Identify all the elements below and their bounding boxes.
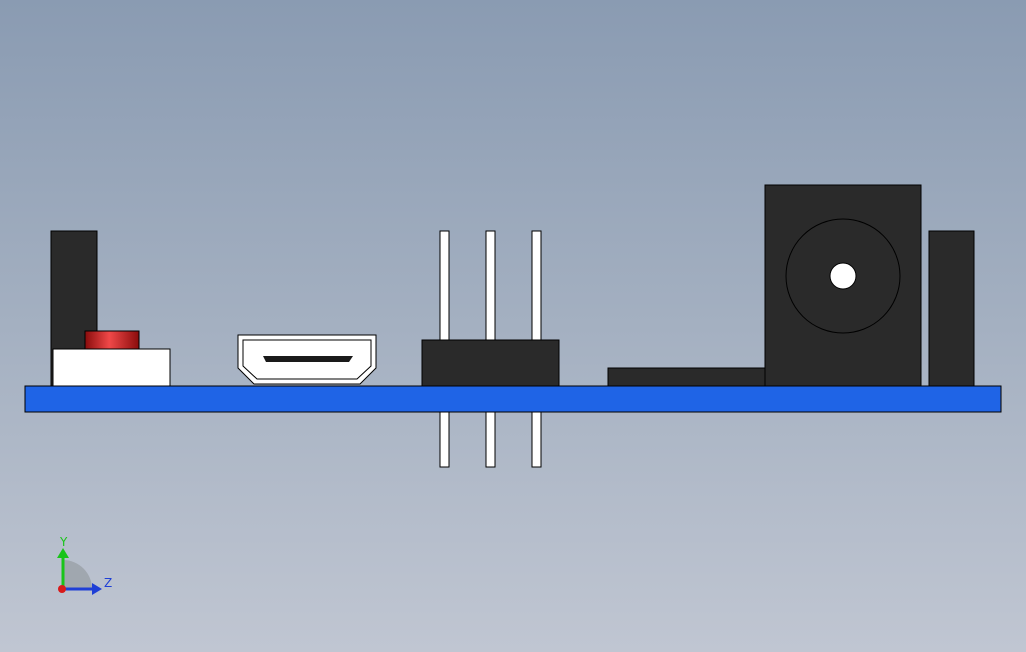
pin-header-3pin[interactable]: [421, 230, 560, 468]
tactile-switch[interactable]: [52, 330, 171, 387]
pin-header-pin-3-top: [531, 230, 542, 341]
hdmi-inner-shell: [242, 339, 372, 380]
barrel-jack-pin-hole: [829, 262, 857, 290]
y-axis-arrowhead: [57, 548, 69, 558]
dc-barrel-jack[interactable]: [764, 184, 922, 387]
pin-header-pin-3-bottom: [531, 411, 542, 468]
triad-plane-quadrant: [63, 560, 92, 589]
switch-red-button: [84, 330, 140, 350]
switch-body: [52, 348, 171, 387]
z-axis-label: Z: [104, 576, 112, 590]
right-standoff-block[interactable]: [928, 230, 975, 387]
z-axis-arrowhead: [92, 583, 102, 595]
pcb-board[interactable]: [24, 385, 1002, 413]
x-axis-origin-dot: [58, 585, 66, 593]
low-profile-component[interactable]: [607, 367, 766, 387]
pin-header-pin-1-bottom: [439, 411, 450, 468]
pin-header-pin-2-bottom: [485, 411, 496, 468]
pin-header-pin-1-top: [439, 230, 450, 341]
y-axis-label: Y: [59, 535, 68, 549]
pin-header-pin-2-top: [485, 230, 496, 341]
pin-header-housing: [421, 339, 560, 387]
hdmi-slot: [263, 356, 353, 362]
hdmi-connector[interactable]: [237, 334, 377, 385]
coordinate-triad: Y Z: [57, 535, 112, 595]
